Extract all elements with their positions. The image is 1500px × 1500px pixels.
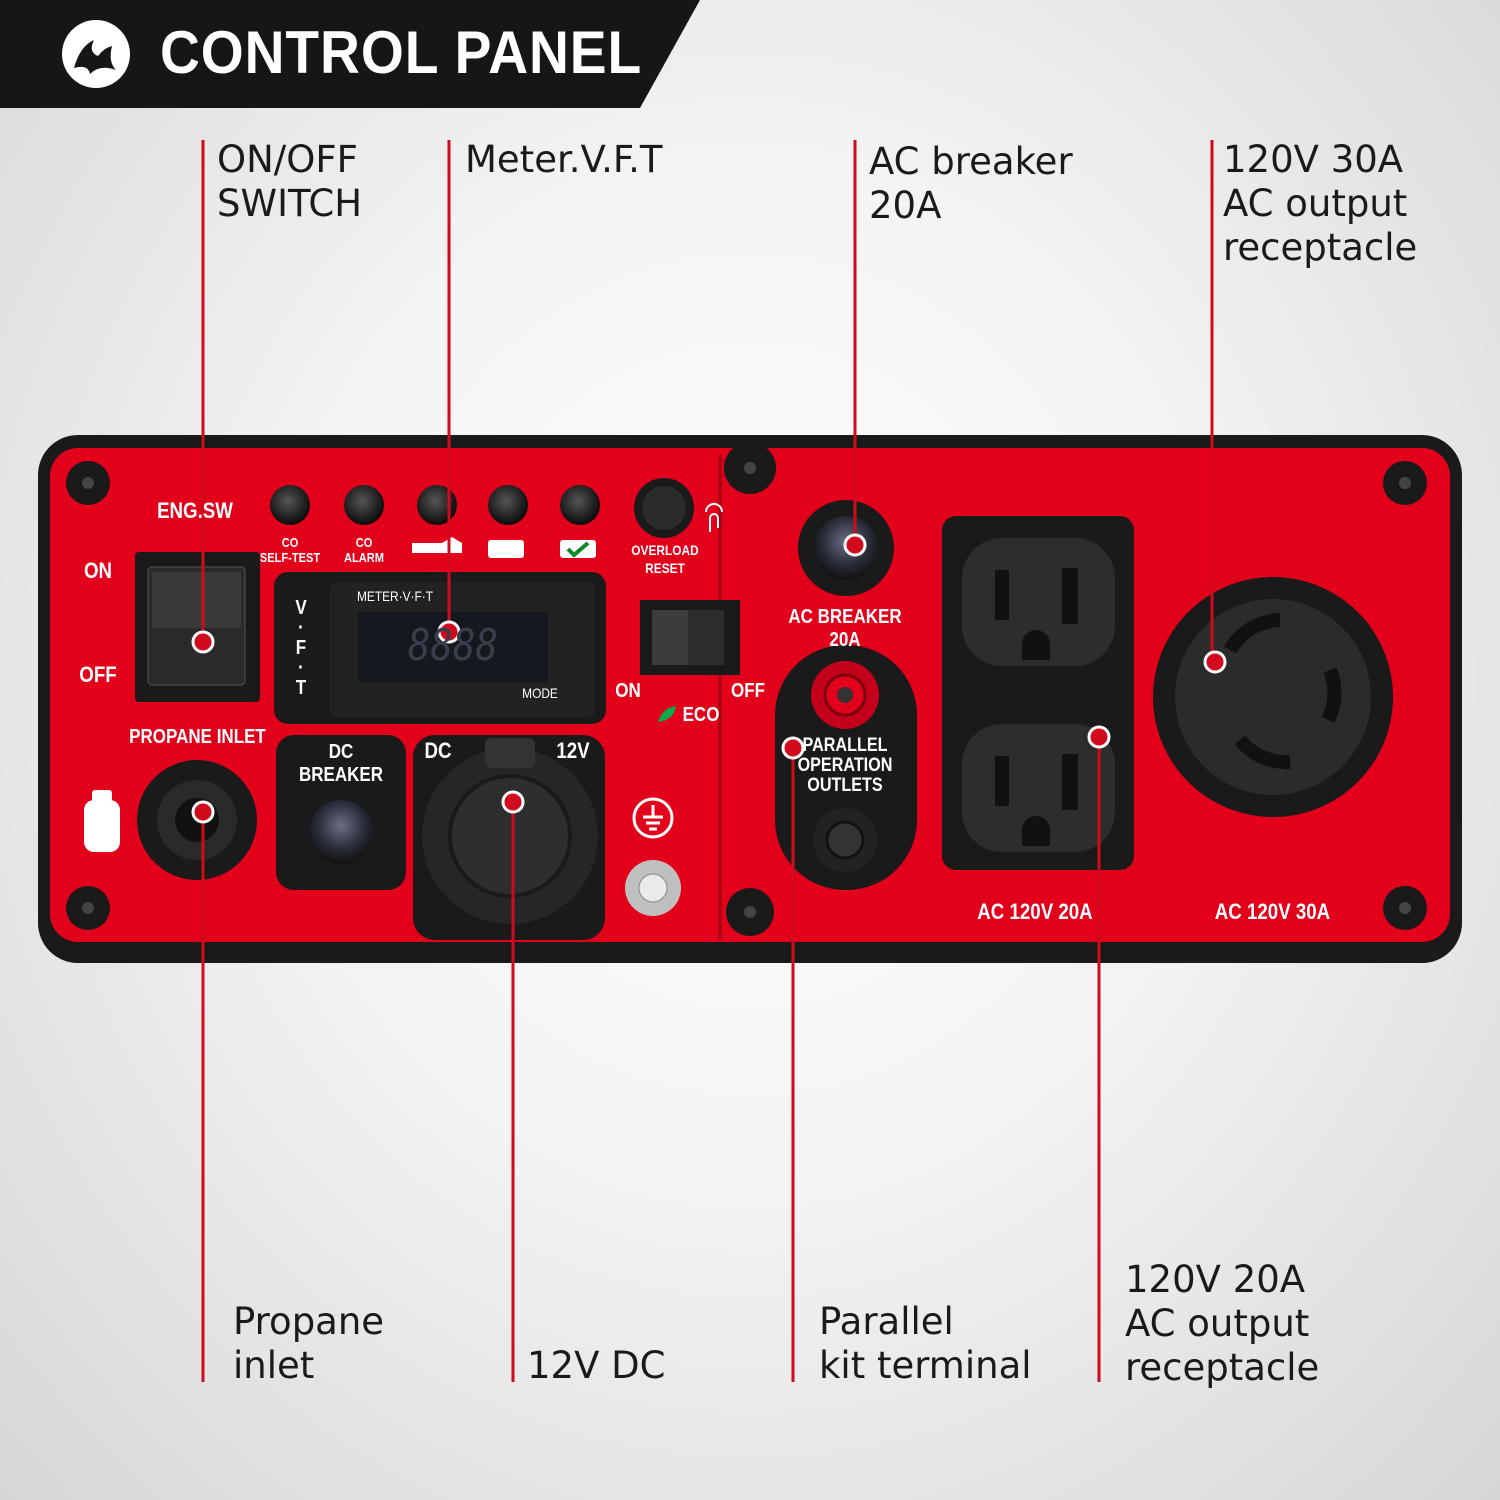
outlet-top [962, 538, 1115, 666]
callout-on-off-switch: ON/OFF SWITCH [217, 138, 363, 225]
co-alarm-label: CO ALARM [344, 535, 384, 565]
ground-terminal [625, 860, 681, 916]
callout-dots [191, 533, 1227, 824]
co-self-test-label: CO SELF-TEST [259, 535, 321, 565]
switch-off-label: OFF [79, 662, 117, 687]
dc-breaker-button [309, 800, 373, 864]
outlet-bottom [962, 724, 1115, 852]
callout-leaders [201, 140, 1214, 1382]
callout-12v-dc: 12V DC [527, 1344, 666, 1387]
parallel-outlets-label: PARALLEL OPERATION OUTLETS [797, 735, 893, 796]
eco-on-label: ON [615, 680, 641, 702]
eng-sw-label: ENG.SW [157, 498, 233, 523]
callout-ac-breaker: AC breaker 20A [869, 140, 1073, 227]
indicator-leds [270, 485, 600, 525]
callout-meter: Meter.V.F.T [465, 138, 663, 181]
dc-12v-label: 12V [556, 738, 590, 763]
overload-reset-label: OVERLOAD RESET [631, 542, 699, 576]
meter-readout: 8888 [407, 620, 499, 671]
press-icon [705, 503, 723, 532]
ac-120v-30a-label: AC 120V 30A [1214, 899, 1331, 924]
screw-icon [66, 442, 1427, 936]
dc-label: DC [424, 738, 452, 763]
ac-120v-20a-label: AC 120V 20A [977, 899, 1093, 924]
dc-breaker-label: DC BREAKER [298, 741, 384, 786]
engine-warning-icon [488, 540, 524, 558]
page-title: CONTROL PANEL [160, 19, 643, 86]
callout-30a-receptacle: 120V 30A AC output receptacle [1223, 138, 1418, 269]
engine-ok-icon [560, 540, 596, 558]
callout-parallel-kit: Parallel kit terminal [819, 1300, 1032, 1387]
eco-off-label: OFF [731, 680, 765, 702]
meter-title-label: METER·V·F·T [356, 588, 434, 604]
propane-tank-icon [84, 790, 120, 852]
brand-logo-icon [62, 20, 130, 88]
callout-propane-inlet: Propane inlet [233, 1300, 385, 1387]
switch-on-label: ON [83, 558, 113, 583]
ac-breaker-20a-label: AC BREAKER 20A [788, 606, 902, 651]
parallel-terminal-housing [775, 645, 917, 890]
meter-mode-button[interactable]: MODE [522, 685, 558, 701]
meter-side-label: V · F · T [295, 597, 307, 699]
eco-label: ECO [682, 704, 720, 726]
propane-inlet-label: PROPANE INLET [129, 726, 266, 748]
ground-icon [632, 797, 674, 839]
leaf-icon [658, 706, 676, 722]
callout-20a-receptacle: 120V 20A AC output receptacle [1125, 1258, 1320, 1389]
header-banner [0, 0, 700, 108]
